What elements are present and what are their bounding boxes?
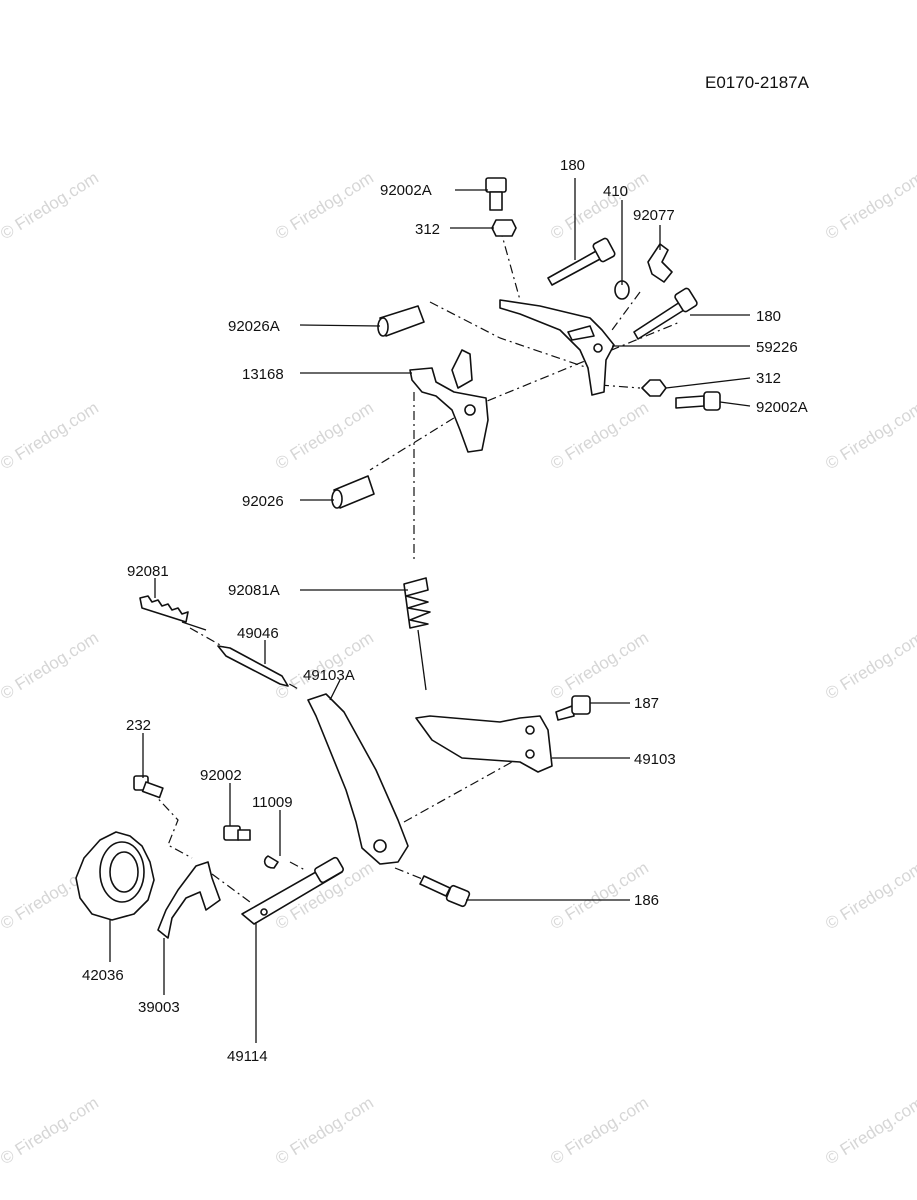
label-49103A: 49103A	[303, 667, 355, 684]
label-180-right: 180	[756, 308, 781, 325]
watermark-text: © Firedog.com	[822, 628, 917, 703]
label-92026A: 92026A	[228, 318, 280, 335]
watermark-text: © Firedog.com	[272, 398, 377, 473]
watermark-text: © Firedog.com	[0, 628, 102, 703]
lever-49103A	[307, 693, 409, 865]
label-180-top: 180	[560, 157, 585, 174]
watermark-text: © Firedog.com	[822, 858, 917, 933]
lever-13168	[409, 349, 489, 453]
rod-49046	[217, 645, 289, 687]
label-49114: 49114	[227, 1048, 268, 1065]
watermark-text: © Firedog.com	[547, 398, 652, 473]
label-92081: 92081	[127, 563, 169, 580]
assembly-lines	[149, 227, 681, 903]
label-232: 232	[126, 717, 151, 734]
bolt-92002	[223, 825, 251, 841]
label-92026: 92026	[242, 493, 284, 510]
bolt-187	[555, 695, 591, 721]
leader-lines	[109, 178, 751, 1043]
gear-42036	[75, 831, 155, 921]
watermark-text: © Firedog.com	[822, 398, 917, 473]
label-49103: 49103	[634, 751, 676, 768]
bracket-59226	[499, 299, 615, 396]
sleeve-92026	[331, 475, 375, 509]
label-92077: 92077	[633, 207, 675, 224]
watermark-text: © Firedog.com	[547, 1093, 652, 1168]
label-92002A-top: 92002A	[380, 182, 432, 199]
bolt-180-top	[547, 237, 616, 286]
diagram-code: E0170-2187A	[705, 73, 810, 92]
watermark-text: © Firedog.com	[547, 628, 652, 703]
bolt-92002A-top	[485, 177, 507, 211]
label-312-right: 312	[756, 370, 781, 387]
spring-92081	[139, 595, 207, 631]
part-labels: 92002A 180 410 92077 312 92026A 180 5922…	[82, 157, 808, 1065]
watermark-text: © Firedog.com	[0, 398, 102, 473]
watermark-text: © Firedog.com	[547, 168, 652, 243]
label-410: 410	[603, 183, 628, 200]
nut-312-top	[491, 219, 517, 237]
sleeve-92026A	[377, 305, 425, 337]
watermark-text: © Firedog.com	[272, 628, 377, 703]
arm-49103	[415, 715, 553, 773]
wing-nut-92077	[647, 243, 673, 283]
clip-11009	[263, 855, 279, 869]
label-186: 186	[634, 892, 659, 909]
label-92002: 92002	[200, 767, 242, 784]
label-92002A-right: 92002A	[756, 399, 808, 416]
label-92081A: 92081A	[228, 582, 280, 599]
label-59226: 59226	[756, 339, 798, 356]
spring-92081A	[403, 577, 431, 691]
bolt-180-right	[633, 287, 698, 340]
label-49046: 49046	[237, 625, 279, 642]
nut-312-right	[641, 379, 667, 397]
bolt-186	[419, 875, 471, 908]
label-11009: 11009	[252, 794, 293, 811]
label-13168: 13168	[242, 366, 284, 383]
watermark-text: © Firedog.com	[0, 168, 102, 243]
watermark-text: © Firedog.com	[822, 1093, 917, 1168]
watermark-text: © Firedog.com	[0, 1093, 102, 1168]
watermark-text: © Firedog.com	[272, 1093, 377, 1168]
shaft-49114	[241, 856, 344, 925]
fork-39003	[157, 861, 221, 939]
label-187: 187	[634, 695, 659, 712]
label-312-top: 312	[415, 221, 440, 238]
bolt-92002A-right	[675, 391, 721, 411]
label-39003: 39003	[138, 999, 180, 1016]
label-42036: 42036	[82, 967, 124, 984]
watermark-text: © Firedog.com	[272, 168, 377, 243]
bolt-232	[133, 775, 164, 799]
watermark-text: © Firedog.com	[822, 168, 917, 243]
